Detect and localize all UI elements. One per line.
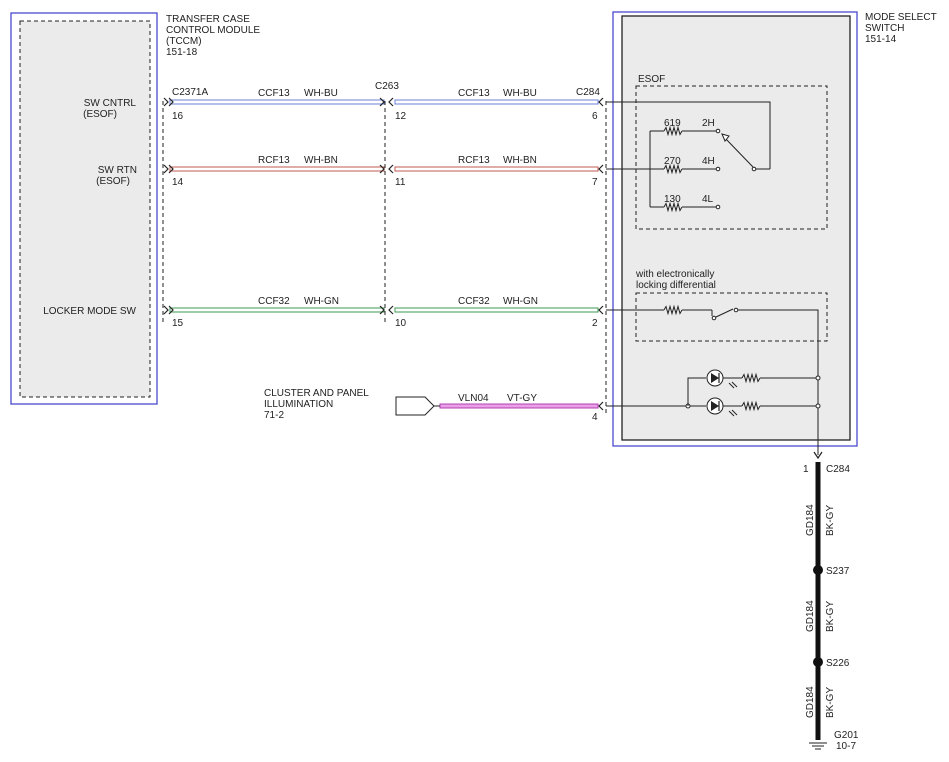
- circuit-color: WH-BU: [304, 88, 338, 99]
- ground-wire-color: BK-GY: [825, 601, 836, 632]
- circuit-code: CCF32: [458, 296, 490, 307]
- circuit-code: VLN04: [458, 393, 489, 404]
- connector-c263: C263: [375, 81, 399, 92]
- locker-option-1: with electronically: [635, 269, 714, 280]
- ground-circuit: 1 C284 S237 S226 G201 10-7 GD184 BK-GY G…: [803, 451, 859, 752]
- circuit-color: WH-BU: [503, 88, 537, 99]
- ground-wire-code: GD184: [805, 600, 816, 632]
- tccm-title-4: 151-18: [166, 47, 198, 58]
- pin-number: 7: [592, 177, 598, 188]
- connector-lines: [162, 101, 607, 415]
- mss-title-3: 151-14: [865, 34, 897, 45]
- circuit-code: CCF32: [258, 296, 290, 307]
- circuit-code: CCF13: [258, 88, 290, 99]
- mss-title-2: SWITCH: [865, 23, 904, 34]
- pin-number: 1: [803, 464, 809, 475]
- connector-c284-bottom: C284: [826, 464, 850, 475]
- connector-arrows: [163, 97, 604, 411]
- pin-label-sw-rtn: SW RTN: [98, 165, 137, 176]
- circuit-code: RCF13: [258, 155, 290, 166]
- cluster-label-2: ILLUMINATION: [264, 399, 333, 410]
- locker-option-2: locking differential: [636, 280, 716, 291]
- splice-s237: [813, 565, 823, 575]
- circuit-code: RCF13: [458, 155, 490, 166]
- splice-label: S226: [826, 658, 850, 669]
- pin-number: 4: [592, 412, 598, 423]
- pin-label-sw-cntrl-sub: (ESOF): [83, 109, 117, 120]
- tccm-title-1: TRANSFER CASE: [166, 14, 250, 25]
- circuit-color: WH-BN: [304, 155, 338, 166]
- connector-c2371a: C2371A: [172, 87, 208, 98]
- pin-label-locker: LOCKER MODE SW: [43, 306, 136, 317]
- mss-title-1: MODE SELECT: [865, 12, 937, 23]
- ground-ref: 10-7: [836, 741, 856, 752]
- ground-wire-color: BK-GY: [825, 687, 836, 718]
- splice-label: S237: [826, 566, 850, 577]
- pin-number: 16: [172, 111, 184, 122]
- circuit-code: CCF13: [458, 88, 490, 99]
- ground-wire-code: GD184: [805, 686, 816, 718]
- tccm-title-2: CONTROL MODULE: [166, 25, 260, 36]
- resistor-value: 619: [664, 118, 681, 129]
- wire-vln04: [439, 403, 599, 409]
- cluster-label-1: CLUSTER AND PANEL: [264, 388, 369, 399]
- switch-position: 4H: [702, 156, 715, 167]
- pin-number: 11: [395, 177, 406, 188]
- tccm-module: TRANSFER CASE CONTROL MODULE (TCCM) 151-…: [10, 12, 260, 405]
- pin-label-sw-cntrl: SW CNTRL: [84, 98, 137, 109]
- switch-position: 2H: [702, 118, 715, 129]
- circuit-color: WH-GN: [503, 296, 538, 307]
- switch-position: 4L: [702, 194, 714, 205]
- resistor-value: 270: [664, 156, 681, 167]
- pin-number: 12: [395, 111, 407, 122]
- esof-label: ESOF: [638, 74, 665, 85]
- pin-number: 15: [172, 318, 184, 329]
- resistor-value: 130: [664, 194, 681, 205]
- circuit-color: VT-GY: [507, 393, 537, 404]
- pin-number: 10: [395, 318, 407, 329]
- cluster-connector: CLUSTER AND PANEL ILLUMINATION 71-2: [264, 388, 440, 421]
- ground-wire-code: GD184: [805, 504, 816, 536]
- illumination-leds: [606, 369, 821, 417]
- pin-number: 14: [172, 177, 184, 188]
- circuit-color: WH-BN: [503, 155, 537, 166]
- splice-s226: [813, 657, 823, 667]
- pin-label-sw-rtn-sub: (ESOF): [96, 176, 130, 187]
- ground-id: G201: [834, 730, 859, 741]
- cluster-label-3: 71-2: [264, 410, 284, 421]
- connector-c284-top: C284: [576, 87, 600, 98]
- tccm-title-3: (TCCM): [166, 36, 202, 47]
- pin-number: 6: [592, 111, 598, 122]
- circuit-color: WH-GN: [304, 296, 339, 307]
- ground-wire-color: BK-GY: [825, 505, 836, 536]
- esof-switch: ESOF 619 270 130 2H 4H 4L: [606, 74, 828, 230]
- mode-select-switch-module: MODE SELECT SWITCH 151-14: [612, 11, 937, 447]
- pin-number: 2: [592, 318, 598, 329]
